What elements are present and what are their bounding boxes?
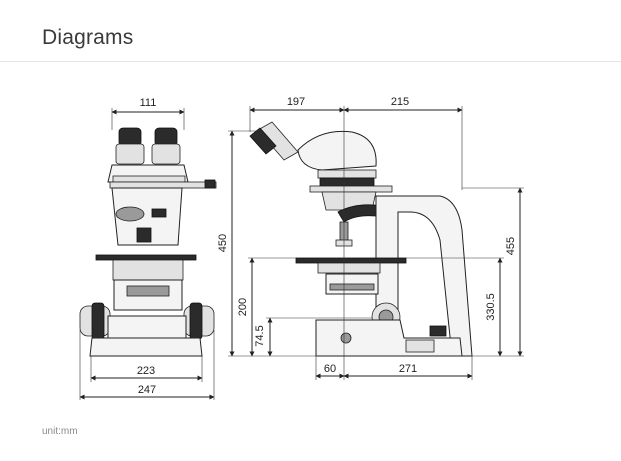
dim-label-455: 455 [505, 237, 517, 255]
front-arm [111, 187, 183, 246]
dim-label-330-5: 330.5 [485, 293, 497, 321]
dim-label-247: 247 [138, 384, 156, 396]
unit-note: unit:mm [42, 426, 78, 437]
dim-label-200: 200 [237, 298, 249, 316]
dim-label-111: 111 [140, 97, 157, 109]
page-title: Diagrams [42, 26, 134, 49]
left-eyepiece [118, 127, 142, 147]
right-eyepiece [154, 127, 178, 147]
front-stage [95, 254, 197, 261]
side-upper-stage [309, 185, 393, 193]
front-base [89, 337, 203, 357]
side-arm [375, 195, 473, 357]
side-view-microscope [249, 121, 473, 357]
dim-label-450: 450 [217, 234, 229, 252]
dim-label-223: 223 [137, 365, 155, 377]
upper-stage [109, 181, 217, 189]
side-stage [295, 257, 407, 264]
dim-label-60: 60 [324, 363, 336, 375]
title-divider [0, 61, 621, 62]
dim-label-271: 271 [399, 363, 417, 375]
front-view-microscope [79, 127, 217, 357]
side-head [297, 130, 377, 171]
dim-label-197: 197 [287, 96, 305, 108]
side-base [315, 319, 463, 357]
dim-label-215: 215 [391, 96, 409, 108]
dim-label-74-5: 74.5 [254, 325, 266, 346]
